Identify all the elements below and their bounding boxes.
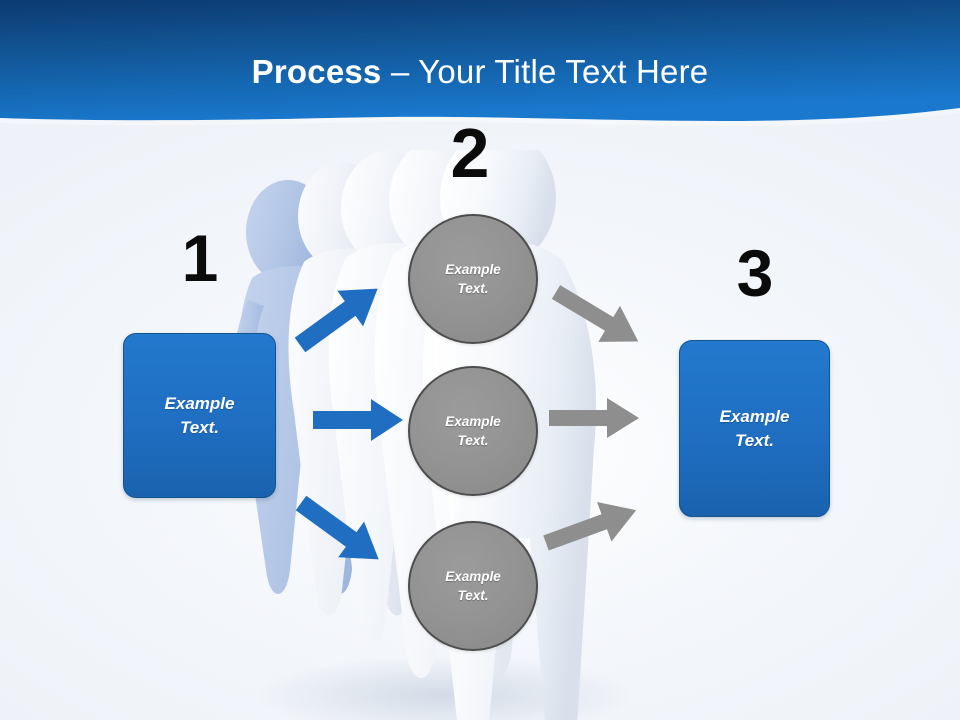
process-box-right[interactable]: Example Text.: [679, 340, 830, 517]
header-banner: Process – Your Title Text Here: [0, 0, 960, 150]
process-circle-bottom[interactable]: Example Text.: [408, 521, 538, 651]
process-circle-middle[interactable]: Example Text.: [408, 366, 538, 496]
process-box-right-label: Example Text.: [719, 406, 790, 450]
process-circle-top-label: Example Text.: [445, 262, 501, 296]
process-circle-middle-label: Example Text.: [445, 414, 501, 448]
page-title-rest: – Your Title Text Here: [381, 53, 709, 90]
process-circle-bottom-label: Example Text.: [445, 569, 501, 603]
page-title-bold: Process: [251, 53, 382, 90]
header-banner-shape: [0, 0, 960, 127]
process-box-left[interactable]: Example Text.: [123, 333, 276, 498]
step-number-2: 2: [450, 114, 490, 192]
page-title: Process – Your Title Text Here: [0, 52, 960, 92]
process-box-left-label: Example Text.: [164, 393, 235, 437]
step-number-3: 3: [736, 236, 774, 310]
step-number-1: 1: [181, 221, 219, 295]
process-circle-top[interactable]: Example Text.: [408, 214, 538, 344]
